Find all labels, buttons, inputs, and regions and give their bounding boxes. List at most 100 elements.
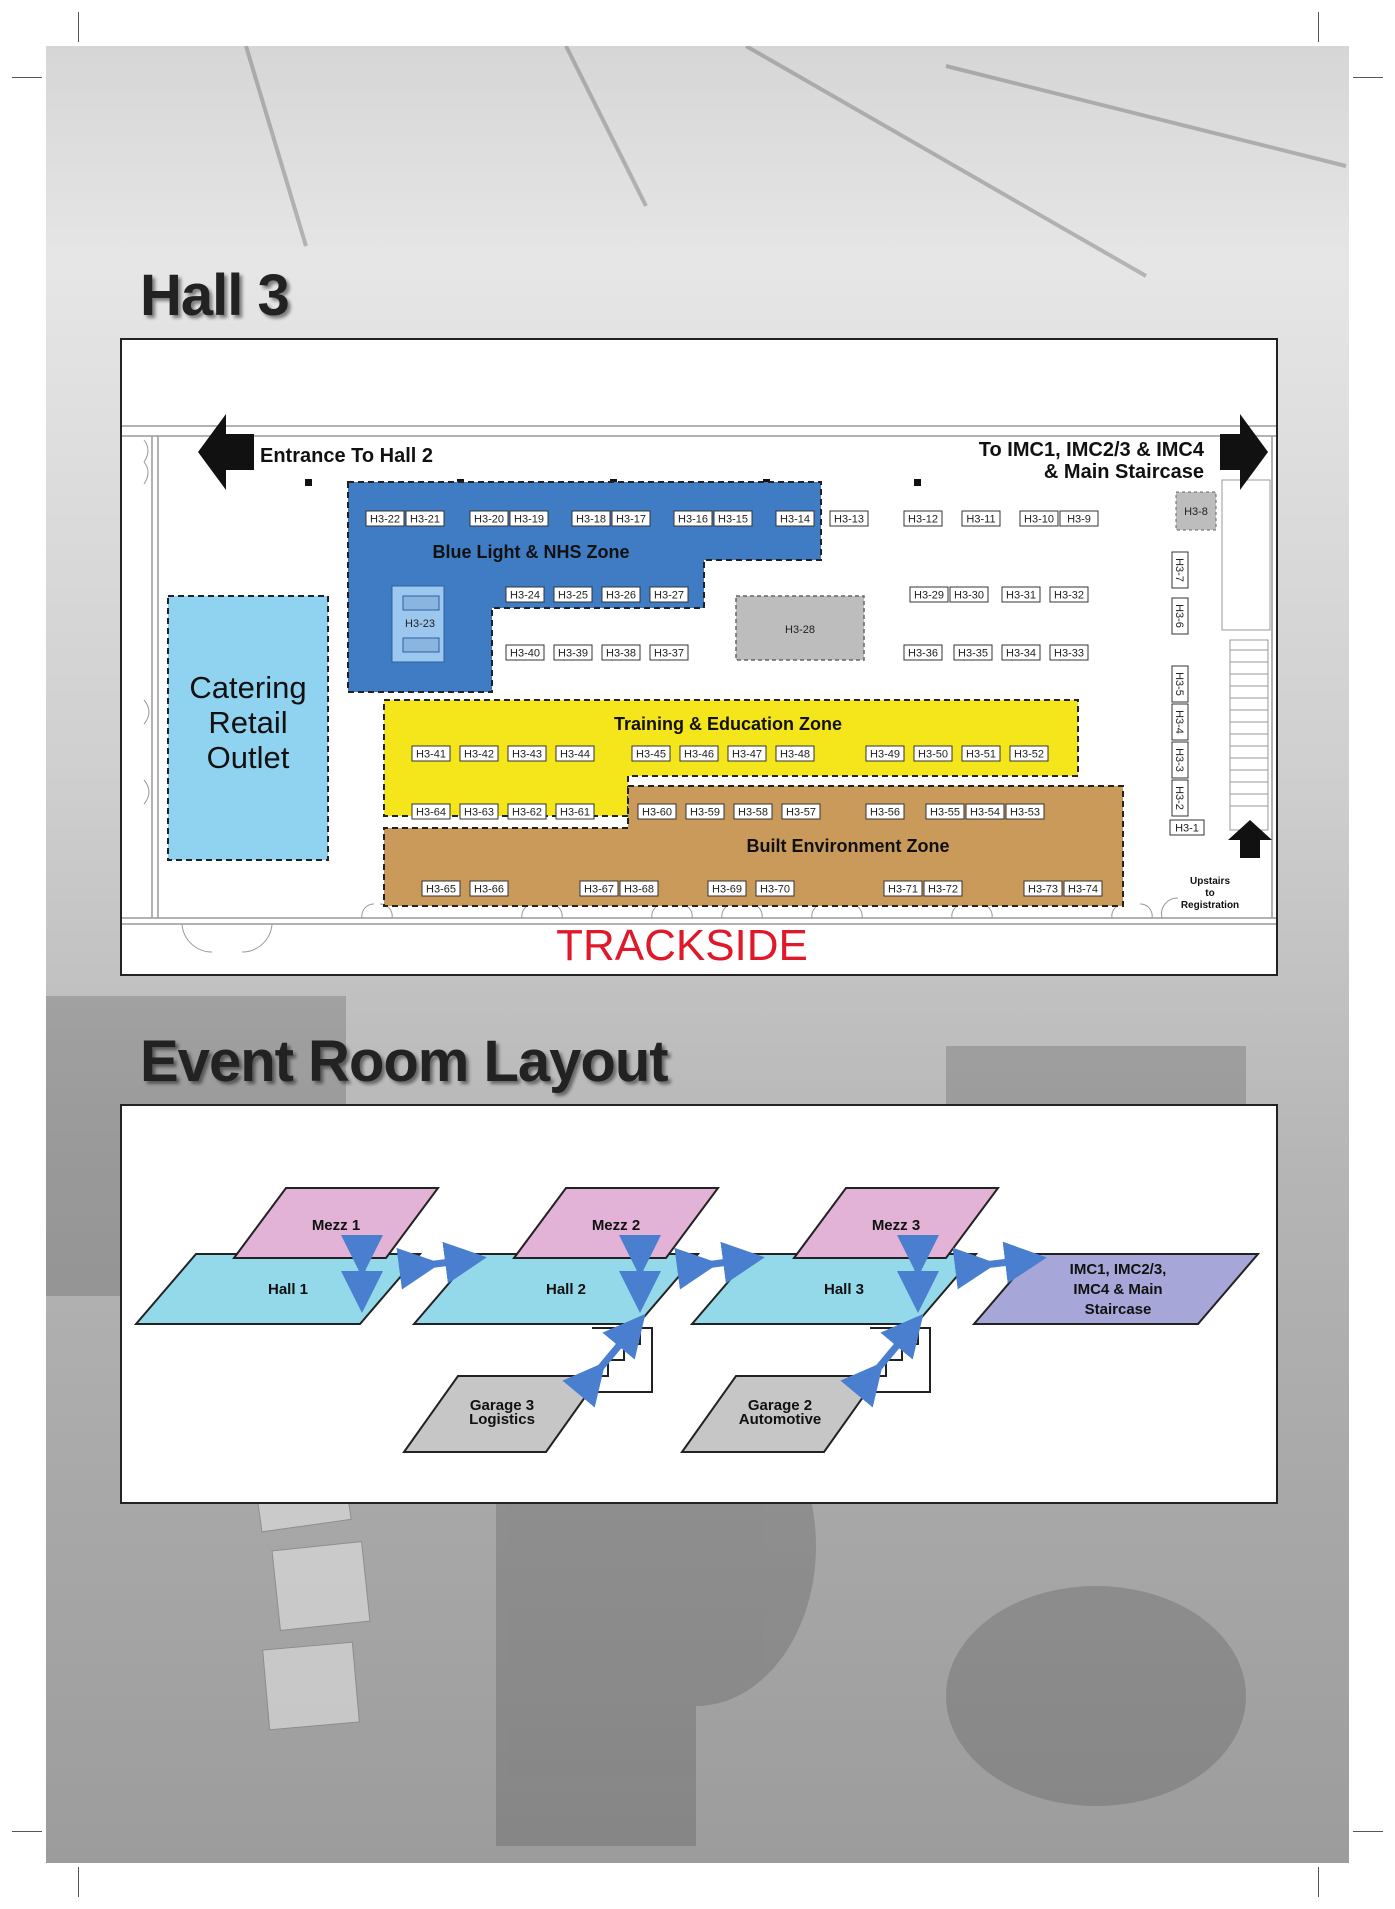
- svg-text:H3-29: H3-29: [914, 590, 944, 602]
- booth-h3-64: H3-64: [411, 803, 451, 820]
- crop-mark: [78, 1867, 79, 1897]
- booth-h3-41: H3-41: [411, 745, 451, 762]
- booth-h3-24: H3-24: [505, 586, 545, 603]
- svg-text:H3-47: H3-47: [732, 749, 762, 761]
- catering-label-line1: Catering: [189, 670, 306, 705]
- booth-h3-73: H3-73: [1023, 880, 1063, 897]
- booth-h3-5: H3-5: [1171, 665, 1189, 703]
- svg-text:H3-59: H3-59: [690, 807, 720, 819]
- svg-text:H3-58: H3-58: [738, 807, 768, 819]
- svg-text:H3-74: H3-74: [1068, 884, 1098, 896]
- svg-text:H3-62: H3-62: [512, 807, 542, 819]
- booth-h3-23: H3-23: [405, 618, 435, 630]
- booth-h3-13: H3-13: [829, 510, 869, 527]
- crop-mark: [1318, 12, 1319, 42]
- svg-text:H3-34: H3-34: [1006, 648, 1036, 660]
- garage-2-label-1: Garage 2: [748, 1397, 812, 1414]
- svg-text:H3-27: H3-27: [654, 590, 684, 602]
- svg-text:H3-15: H3-15: [718, 514, 748, 526]
- staircase: [1230, 649, 1268, 807]
- svg-text:H3-21: H3-21: [410, 514, 440, 526]
- svg-text:H3-26: H3-26: [606, 590, 636, 602]
- booth-h3-9: H3-9: [1059, 510, 1099, 527]
- booth-h3-8-area: [1175, 491, 1217, 531]
- svg-text:H3-3: H3-3: [1173, 748, 1185, 772]
- booth-h3-25: H3-25: [553, 586, 593, 603]
- booth-h3-71: H3-71: [883, 880, 923, 897]
- svg-text:H3-5: H3-5: [1173, 672, 1185, 696]
- upstairs-label-2: to: [1205, 888, 1214, 899]
- upstairs-label-1: Upstairs: [1190, 876, 1230, 887]
- svg-text:H3-42: H3-42: [464, 749, 494, 761]
- built-zone-label: Built Environment Zone: [746, 836, 949, 856]
- svg-text:H3-52: H3-52: [1014, 749, 1044, 761]
- booth-h3-16: H3-16: [673, 510, 713, 527]
- booth-h3-61: H3-61: [555, 803, 595, 820]
- svg-text:H3-57: H3-57: [786, 807, 816, 819]
- blue-zone-label: Blue Light & NHS Zone: [433, 542, 630, 562]
- booth-h3-15: H3-15: [713, 510, 753, 527]
- booth-h3-26: H3-26: [601, 586, 641, 603]
- svg-text:H3-17: H3-17: [616, 514, 646, 526]
- booth-h3-20: H3-20: [469, 510, 509, 527]
- booth-h3-27: H3-27: [649, 586, 689, 603]
- booth-h3-10: H3-10: [1019, 510, 1059, 527]
- trackside-label: TRACKSIDE: [556, 921, 808, 970]
- svg-text:H3-65: H3-65: [426, 884, 456, 896]
- booth-h3-38: H3-38: [601, 644, 641, 661]
- garage-3-label-2: Logistics: [469, 1411, 535, 1428]
- catering-label-line3: Outlet: [207, 740, 290, 775]
- crop-mark: [12, 77, 42, 78]
- crop-mark: [12, 1831, 42, 1832]
- svg-text:H3-46: H3-46: [684, 749, 714, 761]
- booth-h3-12: H3-12: [903, 510, 943, 527]
- training-zone-label: Training & Education Zone: [614, 714, 842, 734]
- hall-3-label: Hall 3: [824, 1281, 864, 1298]
- upstairs-label-3: Registration: [1181, 900, 1239, 911]
- booth-h3-17: H3-17: [611, 510, 651, 527]
- booth-h3-59: H3-59: [685, 803, 725, 820]
- svg-text:H3-68: H3-68: [624, 884, 654, 896]
- svg-text:H3-11: H3-11: [966, 514, 995, 526]
- svg-text:H3-28: H3-28: [785, 624, 815, 636]
- svg-text:H3-55: H3-55: [930, 807, 960, 819]
- imc-label-2: IMC4 & Main: [1073, 1281, 1162, 1298]
- svg-text:H3-33: H3-33: [1054, 648, 1084, 660]
- booth-h3-44: H3-44: [555, 745, 595, 762]
- event-room-layout-diagram: Mezz 1 Mezz 2 Mezz 3 Hall 1 Hall 2 Hall …: [120, 1104, 1278, 1504]
- svg-text:H3-66: H3-66: [474, 884, 504, 896]
- svg-text:H3-70: H3-70: [760, 884, 790, 896]
- hall-2-label: Hall 2: [546, 1281, 586, 1298]
- booth-h3-22: H3-22: [365, 510, 405, 527]
- booth-h3-28: H3-28: [785, 624, 815, 636]
- catering-label-line2: Retail: [208, 705, 287, 740]
- svg-text:H3-23: H3-23: [405, 618, 435, 630]
- booth-h3-63: H3-63: [459, 803, 499, 820]
- booth-h3-55: H3-55: [925, 803, 965, 820]
- booth-h3-67: H3-67: [579, 880, 619, 897]
- booth-h3-21: H3-21: [405, 510, 445, 527]
- upstairs-arrow: [1228, 820, 1272, 858]
- booth-h3-42: H3-42: [459, 745, 499, 762]
- mezz-1-label: Mezz 1: [312, 1217, 360, 1234]
- booth-h3-69: H3-69: [707, 880, 747, 897]
- svg-text:H3-14: H3-14: [780, 514, 810, 526]
- crop-mark: [1353, 77, 1383, 78]
- svg-text:H3-73: H3-73: [1028, 884, 1058, 896]
- booth-h3-28-area: [735, 595, 865, 661]
- svg-text:H3-19: H3-19: [514, 514, 544, 526]
- booth-h3-56: H3-56: [865, 803, 905, 820]
- svg-text:H3-1: H3-1: [1175, 823, 1199, 835]
- svg-text:H3-6: H3-6: [1173, 604, 1185, 628]
- svg-text:H3-25: H3-25: [558, 590, 588, 602]
- mezz-2-label: Mezz 2: [592, 1217, 640, 1234]
- svg-text:H3-50: H3-50: [918, 749, 948, 761]
- booth-h3-68: H3-68: [619, 880, 659, 897]
- svg-text:H3-69: H3-69: [712, 884, 742, 896]
- svg-text:H3-49: H3-49: [870, 749, 900, 761]
- svg-text:H3-41: H3-41: [416, 749, 446, 761]
- imc-label-3: Staircase: [1085, 1301, 1152, 1318]
- svg-text:H3-24: H3-24: [510, 590, 540, 602]
- booth-h3-53: H3-53: [1005, 803, 1045, 820]
